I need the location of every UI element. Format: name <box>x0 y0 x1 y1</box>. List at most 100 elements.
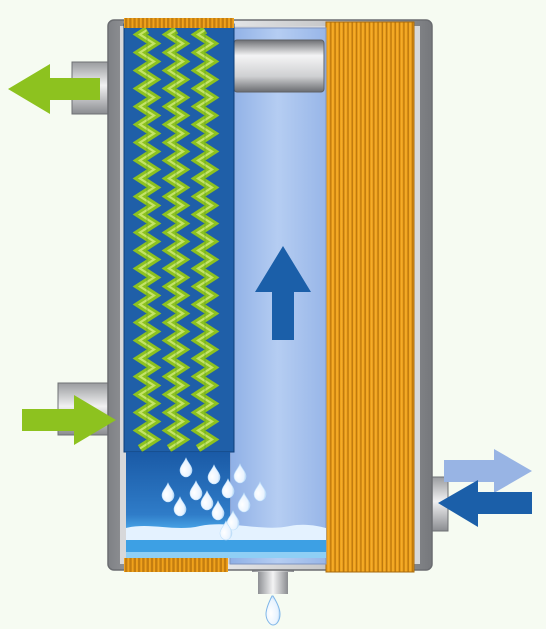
top-fin <box>167 18 170 28</box>
green-outlet-arrow <box>8 64 100 114</box>
water-droplet <box>207 464 221 485</box>
blue-inlet-arrow <box>438 480 532 527</box>
water-droplet <box>200 490 214 511</box>
droplets <box>161 457 267 541</box>
top-fin <box>175 18 178 28</box>
green-channel-highlight <box>195 29 215 450</box>
top-fin <box>146 18 149 28</box>
top-fin <box>204 18 208 28</box>
bottom-fin-body <box>124 558 228 572</box>
orange-fin <box>340 22 344 572</box>
top-fin <box>221 18 224 28</box>
water-droplet <box>219 520 233 541</box>
drain-nozzle <box>252 562 294 626</box>
top-fin <box>137 18 140 28</box>
water-droplet <box>253 481 267 502</box>
water-droplet <box>179 457 193 478</box>
orange-fin <box>371 22 374 572</box>
orange-fin <box>366 22 370 572</box>
top-fin <box>179 18 182 28</box>
top-fin <box>125 18 128 28</box>
bottom-fin <box>176 558 179 572</box>
orange-fin <box>392 22 396 572</box>
water-droplet <box>161 482 175 503</box>
water-droplet <box>173 496 187 517</box>
bottom-fin <box>125 558 128 572</box>
top-fin <box>188 18 191 28</box>
green-plate-stack <box>123 23 235 453</box>
bottom-fin <box>146 558 149 572</box>
top-fin <box>129 18 132 28</box>
orange-fin <box>405 22 408 572</box>
orange-fin <box>409 22 413 572</box>
orange-fin <box>379 22 383 572</box>
top-fin <box>150 18 153 28</box>
top-fin <box>213 18 216 28</box>
bottom-fin <box>180 558 184 572</box>
bottom-fin <box>155 558 158 572</box>
bottom-fin <box>198 558 201 572</box>
orange-fin <box>345 22 348 572</box>
blue-outlet-arrow <box>444 449 532 493</box>
orange-fin <box>362 22 365 572</box>
top-fin <box>162 18 166 28</box>
green-channel-highlight <box>137 29 157 450</box>
top-fin <box>217 18 220 28</box>
bottom-fin <box>193 558 197 572</box>
bottom-fin <box>150 558 154 572</box>
orange-fin <box>401 22 404 572</box>
bottom-fin <box>185 558 188 572</box>
top-fin <box>209 18 212 28</box>
bottom-fin <box>223 558 227 572</box>
top-fin <box>183 18 187 28</box>
bottom-fin <box>168 558 171 572</box>
top-fin-strip <box>124 18 234 28</box>
bottom-fin <box>142 558 145 572</box>
bottom-fin <box>211 558 214 572</box>
bottom-fin <box>137 558 141 572</box>
orange-fin <box>375 22 378 572</box>
orange-fin <box>332 22 335 572</box>
orange-fin <box>388 22 391 572</box>
water-droplet <box>189 480 203 501</box>
top-fin <box>141 18 145 28</box>
bottom-fin <box>189 558 192 572</box>
orange-fin <box>349 22 353 572</box>
bottom-fin <box>202 558 205 572</box>
bottom-fin <box>219 558 222 572</box>
bottom-fin <box>129 558 132 572</box>
bottom-fin <box>133 558 136 572</box>
water-droplet <box>211 500 225 521</box>
bottom-fin-strip <box>124 558 228 572</box>
orange-plate-stack <box>325 21 415 573</box>
water-droplet <box>233 463 247 484</box>
bottom-fin <box>159 558 162 572</box>
top-fin <box>200 18 203 28</box>
top-fin <box>225 18 229 28</box>
water-droplet <box>221 478 235 499</box>
orange-fin <box>353 22 357 572</box>
orange-fin <box>396 22 400 572</box>
top-fin <box>230 18 233 28</box>
bottom-fin <box>172 558 175 572</box>
orange-fin <box>383 22 387 572</box>
updraft-arrow <box>255 246 311 340</box>
top-fin <box>154 18 157 28</box>
top-fin <box>171 18 174 28</box>
bottom-fin <box>206 558 210 572</box>
top-fin <box>196 18 199 28</box>
top-baffle <box>233 39 325 93</box>
top-fin-body <box>124 18 234 28</box>
top-fin <box>158 18 161 28</box>
water-droplet <box>237 492 251 513</box>
bottom-fin <box>215 558 218 572</box>
water-droplet <box>226 510 240 531</box>
green-channel-highlight <box>166 29 186 450</box>
bottom-fin <box>163 558 167 572</box>
orange-fin <box>336 22 340 572</box>
orange-fin <box>358 22 361 572</box>
orange-fin <box>328 22 331 572</box>
top-fin <box>133 18 136 28</box>
top-fin <box>192 18 195 28</box>
